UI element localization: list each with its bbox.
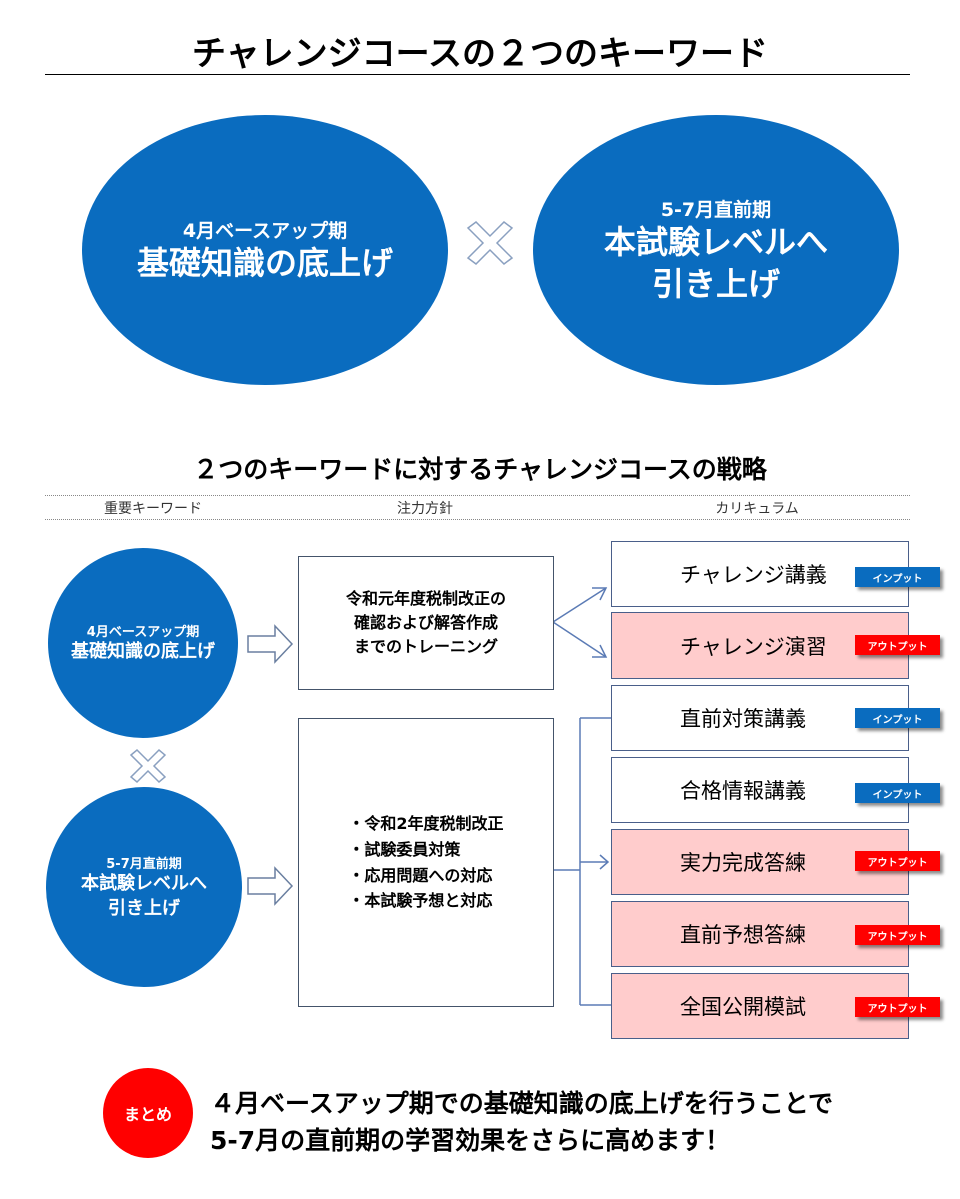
cross-icon <box>129 748 167 784</box>
summary-line: 5-7月の直前期の学習効果をさらに高めます！ <box>210 1126 731 1155</box>
input-badge: インプット <box>855 708 940 728</box>
curriculum-name: 直前対策講義 <box>680 707 806 731</box>
curriculum-name: チャレンジ講義 <box>680 563 827 587</box>
output-badge: アウトプット <box>855 925 940 945</box>
focus-line: ・試験委員対策 <box>348 839 461 859</box>
keyword-period: 4月ベースアップ期 <box>182 219 348 242</box>
divider <box>45 495 910 496</box>
keyword-text: 引き上げ <box>651 264 780 303</box>
keyword-text: 本試験レベルへ <box>603 222 828 261</box>
input-badge: インプット <box>855 567 940 587</box>
keyword-period: 5-7月直前期 <box>106 857 182 873</box>
focus-line: 確認および解答作成 <box>353 613 498 632</box>
curriculum-name: 直前予想答練 <box>680 923 806 947</box>
curriculum-name: 全国公開模試 <box>680 995 806 1019</box>
keyword-ellipse-april: 4月ベースアップ期 基礎知識の底上げ <box>82 115 448 385</box>
keyword-period: 4月ベースアップ期 <box>86 625 200 641</box>
focus-line: ・本試験予想と対応 <box>348 891 493 911</box>
column-header: 注力方針 <box>397 501 453 517</box>
output-badge: アウトプット <box>855 635 940 655</box>
focus-box-may-july: ・令和2年度税制改正 ・試験委員対策 ・応用問題への対応 ・本試験予想と対応 <box>298 718 554 1007</box>
title-rule <box>45 74 910 75</box>
keyword-period: 5-7月直前期 <box>660 198 772 221</box>
focus-line: ・応用問題への対応 <box>348 865 493 885</box>
cross-icon <box>466 221 514 265</box>
summary-badge: まとめ <box>103 1068 193 1158</box>
curriculum-name: チャレンジ演習 <box>680 634 827 659</box>
fork-arrow <box>552 587 608 658</box>
page-title: チャレンジコースの２つのキーワード <box>192 34 768 74</box>
column-header: 重要キーワード <box>104 501 202 517</box>
strategy-title: ２つのキーワードに対するチャレンジコースの戦略 <box>193 455 767 484</box>
focus-line: ・令和2年度税制改正 <box>348 814 504 834</box>
focus-line: 令和元年度税制改正の <box>345 589 506 608</box>
focus-box-april: 令和元年度税制改正の 確認および解答作成 までのトレーニング <box>298 556 554 690</box>
output-badge: アウトプット <box>855 997 940 1017</box>
column-header: カリキュラム <box>715 501 799 517</box>
keyword-circle-may-july: 5-7月直前期 本試験レベルへ 引き上げ <box>46 787 242 987</box>
curriculum-item: 合格情報講義 <box>611 757 909 823</box>
keyword-text: 基礎知識の底上げ <box>71 641 215 663</box>
bracket-connector <box>553 717 611 1006</box>
curriculum-item: 直前対策講義 <box>611 685 909 751</box>
input-badge: インプット <box>855 783 940 803</box>
keyword-ellipse-may-july: 5-7月直前期 本試験レベルへ 引き上げ <box>533 115 899 385</box>
keyword-text: 引き上げ <box>108 897 180 919</box>
curriculum-name: 合格情報講義 <box>680 779 806 803</box>
hollow-arrow-icon <box>247 624 294 664</box>
hollow-arrow-icon <box>247 866 294 906</box>
keyword-text: 本試験レベルへ <box>81 873 207 895</box>
keyword-text: 基礎知識の底上げ <box>136 243 393 282</box>
curriculum-name: 実力完成答練 <box>680 851 806 875</box>
keyword-circle-april: 4月ベースアップ期 基礎知識の底上げ <box>48 548 238 738</box>
divider <box>45 519 910 520</box>
curriculum-item: チャレンジ講義 <box>611 541 909 607</box>
focus-line: までのトレーニング <box>353 637 498 656</box>
summary-line: ４月ベースアップ期での基礎知識の底上げを行うことで <box>210 1089 834 1118</box>
output-badge: アウトプット <box>855 851 940 871</box>
